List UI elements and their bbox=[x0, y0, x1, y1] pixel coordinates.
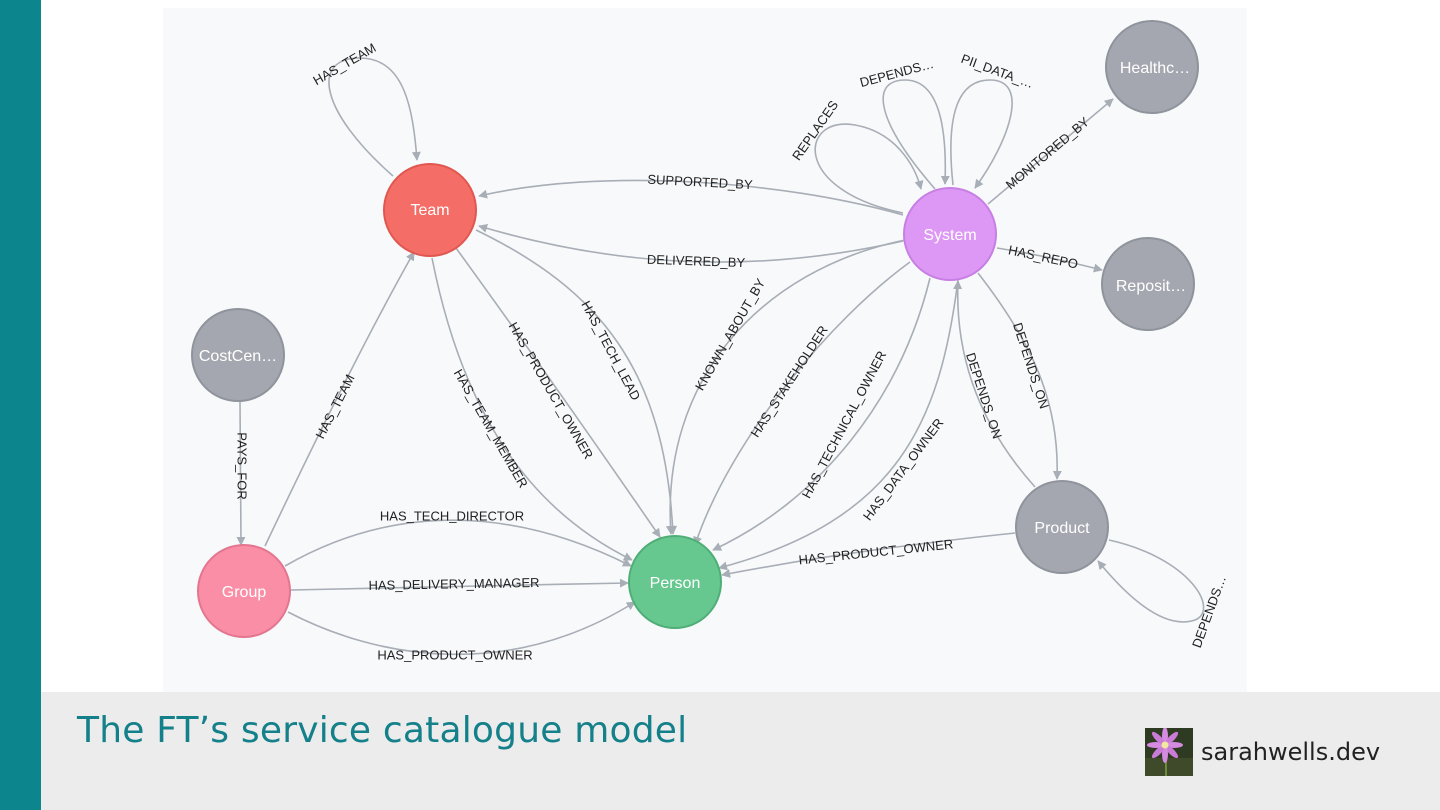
edge-label: HAS_TEAM_MEMBER bbox=[451, 367, 531, 491]
graph-canvas: HAS_TEAM REPLACES DEPENDS… PII_DATA_… MO… bbox=[191, 20, 1229, 662]
node-group[interactable]: Group bbox=[197, 544, 291, 638]
edge-label: DEPENDS… bbox=[858, 56, 935, 90]
healthcheck-node-circle bbox=[1105, 20, 1199, 114]
accent-bar bbox=[0, 0, 41, 810]
edge-system-has-stakeholder bbox=[693, 261, 911, 546]
edge-label: HAS_STAKEHOLDER bbox=[747, 323, 830, 440]
node-product[interactable]: Product bbox=[1015, 480, 1109, 574]
repository-node-circle bbox=[1101, 237, 1195, 331]
node-system[interactable]: System bbox=[903, 187, 997, 281]
costcentre-node-label: CostCen… bbox=[199, 348, 277, 365]
edge-system-monitored-by bbox=[987, 98, 1114, 205]
edge-label: HAS_PRODUCT_OWNER bbox=[377, 647, 532, 662]
edge-team-has-team bbox=[328, 57, 421, 177]
edge-group-has-delivery-manager bbox=[290, 578, 629, 591]
edge-label: PAYS_FOR bbox=[235, 432, 250, 499]
repository-node-label: Reposit… bbox=[1116, 278, 1186, 295]
edge-costcentre-pays-for bbox=[236, 401, 246, 546]
group-node-circle bbox=[197, 544, 291, 638]
node-costcentre[interactable]: CostCen… bbox=[191, 308, 285, 402]
edge-label: HAS_DATA_OWNER bbox=[860, 415, 946, 523]
edge-label: HAS_TEAM bbox=[312, 372, 357, 441]
group-node-label: Group bbox=[222, 584, 267, 601]
edge-system-has-data-owner bbox=[718, 279, 959, 571]
slide-title: The FT’s service catalogue model bbox=[77, 710, 688, 751]
edge-system-supported-by bbox=[478, 179, 904, 216]
flower-logo-icon bbox=[1145, 728, 1193, 776]
person-node-label: Person bbox=[650, 575, 701, 592]
person-node-circle bbox=[628, 535, 722, 629]
team-node-label: Team bbox=[410, 202, 449, 219]
slide-footer: The FT’s service catalogue model sarahwe… bbox=[41, 692, 1440, 810]
edge-label: HAS_TECH_DIRECTOR bbox=[380, 508, 524, 523]
product-node-circle bbox=[1015, 480, 1109, 574]
edge-system-depends-on-product bbox=[977, 272, 1062, 480]
brand: sarahwells.dev bbox=[1145, 728, 1380, 776]
node-team[interactable]: Team bbox=[383, 163, 477, 257]
edge-team-has-team-member bbox=[431, 257, 633, 561]
brand-text: sarahwells.dev bbox=[1201, 738, 1381, 766]
edge-system-has-repo bbox=[996, 247, 1103, 273]
edge-group-has-team bbox=[264, 251, 415, 547]
node-person[interactable]: Person bbox=[628, 535, 722, 629]
edge-label: DELIVERED_BY bbox=[647, 252, 746, 270]
relationship-lines bbox=[236, 57, 1205, 656]
edge-team-has-product-owner bbox=[455, 247, 661, 538]
graph-diagram: HAS_TEAM REPLACES DEPENDS… PII_DATA_… MO… bbox=[163, 8, 1247, 692]
edge-label: HAS_PRODUCT_OWNER bbox=[798, 536, 954, 567]
edge-label: HAS_TEAM bbox=[310, 40, 378, 88]
edge-system-pii bbox=[950, 79, 1013, 189]
edge-product-depends-self bbox=[1097, 539, 1205, 623]
edge-label: MONITORED_BY bbox=[1003, 114, 1092, 192]
system-node-label: System bbox=[923, 227, 976, 244]
edge-label: HAS_PRODUCT_OWNER bbox=[506, 319, 597, 461]
team-node-circle bbox=[383, 163, 477, 257]
edge-system-delivered-by bbox=[478, 223, 904, 263]
edge-label: DEPENDS… bbox=[1189, 573, 1229, 649]
edge-label: SUPPORTED_BY bbox=[647, 172, 753, 193]
node-healthcheck[interactable]: Healthc… bbox=[1105, 20, 1199, 114]
edge-label: HAS_TECH_LEAD bbox=[578, 298, 643, 403]
edge-product-depends-on-system bbox=[953, 280, 1036, 488]
edge-group-has-product-owner bbox=[287, 601, 636, 656]
edge-system-known-about-by bbox=[665, 239, 906, 535]
edge-team-has-tech-lead bbox=[475, 229, 678, 535]
edge-group-has-tech-director bbox=[284, 519, 632, 567]
node-repository[interactable]: Reposit… bbox=[1101, 237, 1195, 331]
edge-label: HAS_TECHNICAL_OWNER bbox=[799, 348, 890, 500]
edge-label: KNOWN_ABOUT_BY bbox=[692, 276, 768, 393]
healthcheck-node-label: Healthc… bbox=[1120, 60, 1190, 77]
edge-system-replaces bbox=[814, 123, 924, 214]
edge-label: DEPENDS_ON bbox=[1010, 321, 1052, 411]
edge-label: HAS_REPO bbox=[1007, 242, 1079, 271]
system-node-circle bbox=[903, 187, 997, 281]
costcentre-node-circle bbox=[191, 308, 285, 402]
edge-product-has-product-owner bbox=[721, 532, 1016, 578]
edge-system-has-technical-owner bbox=[712, 277, 931, 551]
edge-label: HAS_DELIVERY_MANAGER bbox=[368, 575, 539, 593]
edge-system-depends-self bbox=[882, 79, 950, 190]
edge-label: DEPENDS_ON bbox=[963, 351, 1005, 441]
product-node-label: Product bbox=[1034, 520, 1090, 537]
